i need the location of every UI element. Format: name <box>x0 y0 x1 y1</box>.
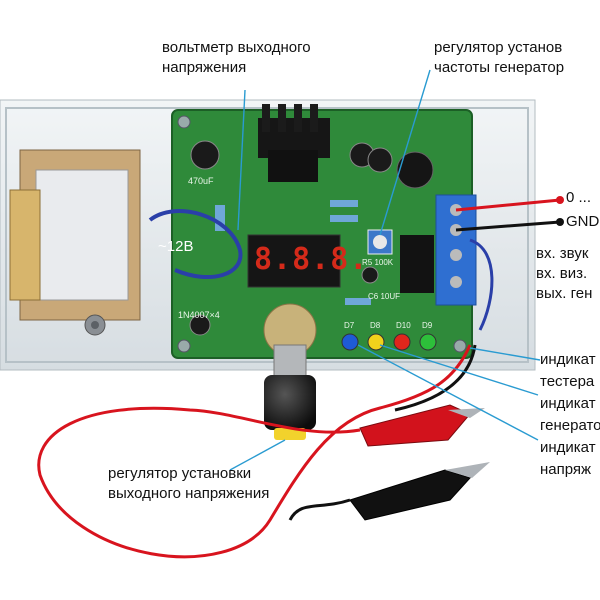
black-alligator-clip <box>288 462 490 521</box>
annotation-pointers <box>229 69 541 471</box>
indicator-label-6: напряж <box>540 461 592 478</box>
led-group: D7 D8 D10 D9 <box>341 321 437 351</box>
display-digits: 8.8.8. <box>254 242 369 277</box>
led-label-d8: D8 <box>370 321 381 330</box>
transformer-voltage-label: ~12В <box>158 238 194 255</box>
indicator-label-1: индикат <box>540 351 596 368</box>
freq-regulator-label-line-2: частоты генератор <box>434 59 565 76</box>
blue-wire <box>148 209 243 280</box>
led-label-d9: D9 <box>422 321 433 330</box>
red-alligator-clip <box>359 404 485 447</box>
pcb-diodes-label: 1N4007×4 <box>178 310 220 320</box>
seven-segment-display <box>247 234 341 288</box>
led-label-d7: D7 <box>344 321 355 330</box>
transformer <box>9 149 141 336</box>
led-d9 <box>419 333 437 351</box>
indicator-label-3: индикат <box>540 395 596 412</box>
led-d7 <box>341 333 359 351</box>
voltage-regulator-label-line-1: регулятор установки <box>108 465 252 482</box>
led-d8 <box>367 333 385 351</box>
heatsink <box>258 104 330 182</box>
indicator-label-2: тестера <box>540 373 595 390</box>
output-black-line <box>455 220 561 232</box>
indicator-label-4: генерато <box>540 417 600 434</box>
pcb-board <box>171 104 477 359</box>
input-sound-label: вх. звук <box>536 245 589 262</box>
voltmeter-label-line-2: напряжения <box>162 59 247 76</box>
output-red-line <box>455 198 561 212</box>
indicator-label-5: индикат <box>540 439 596 456</box>
output-generator-label: вых. ген <box>536 285 593 302</box>
led-d10 <box>393 333 411 351</box>
voltmeter-label-line-1: вольтметр выходного <box>162 39 311 56</box>
red-test-lead <box>37 344 472 559</box>
input-visual-label: вх. виз. <box>536 265 588 282</box>
pcb-cap-label: 470uF <box>188 176 214 186</box>
black-test-lead-wire <box>394 344 477 412</box>
pcb-r5-label: R5 100K <box>362 258 394 267</box>
output-zero-label: 0 ... <box>566 189 592 206</box>
freq-regulator-label-line-1: регулятор установ <box>434 39 563 56</box>
led-label-d10: D10 <box>396 321 411 330</box>
output-gnd-label: GND <box>566 213 600 230</box>
voltage-regulator-label-line-2: выходного напряжения <box>108 485 270 502</box>
voltage-knob <box>263 303 317 440</box>
blue-wire-right <box>469 238 494 331</box>
pcb-c6-label: C6 10UF <box>368 292 401 301</box>
